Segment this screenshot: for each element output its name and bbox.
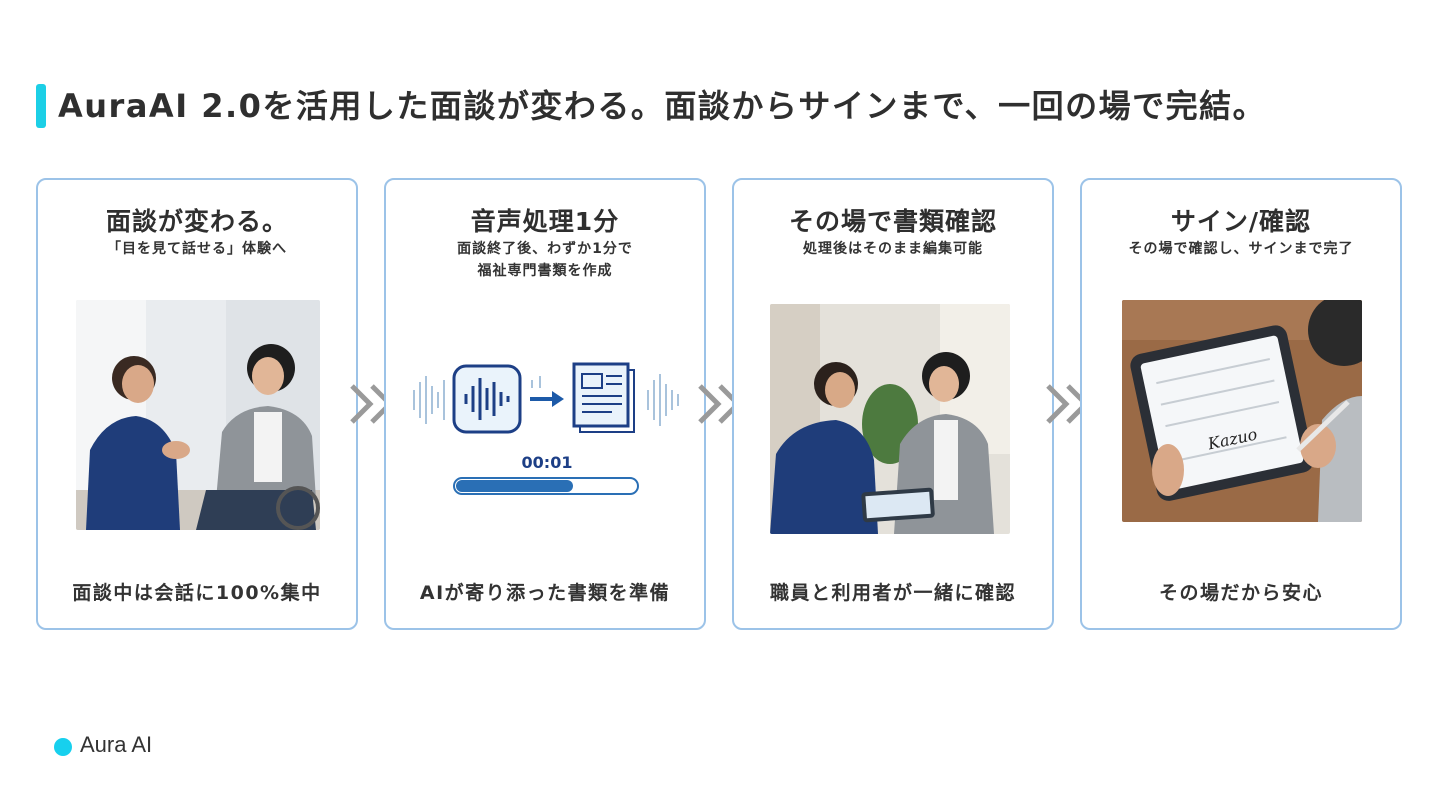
card-subtitle: 「目を見て話せる」体験へ — [107, 241, 287, 257]
card-interview: 面談が変わる。 「目を見て話せる」体験へ 面談中は会話に100%集中 — [36, 178, 358, 630]
brand-name: Aura AI — [80, 732, 153, 757]
audio-to-document-illustration: 00:01 — [402, 330, 692, 520]
card-subtitle: 処理後はそのまま編集可能 — [803, 241, 983, 257]
card-title: 面談が変わる。 — [105, 207, 288, 236]
title-accent-bar — [36, 84, 46, 128]
card-footer: その場だから安心 — [1158, 582, 1323, 604]
card-footer: 面談中は会話に100%集中 — [72, 582, 322, 604]
timer-text: 00:01 — [522, 453, 573, 472]
counselor-photo — [76, 300, 320, 530]
page-title: AuraAI 2.0を活用した面談が変わる。面談からサインまで、一回の場で完結。 — [58, 87, 1267, 125]
signature-photo: Kazuo — [1122, 300, 1362, 522]
card-document-review: その場で書類確認 処理後はそのまま編集可能 職員と利用者が一緒に確認 — [732, 178, 1054, 630]
review-photo — [770, 304, 1010, 534]
brand-dot — [54, 738, 72, 756]
progress-fill — [456, 480, 573, 492]
card-footer: AIが寄り添った書類を準備 — [419, 582, 671, 604]
card-subtitle: その場で確認し、サインまで完了 — [1128, 241, 1354, 257]
card-footer: 職員と利用者が一緒に確認 — [769, 582, 1016, 604]
card-title: その場で書類確認 — [788, 207, 997, 236]
card-signature: サイン/確認 その場で確認し、サインまで完了 Kazuo その場だから安心 — [1080, 178, 1402, 630]
card-subtitle: 面談終了後、わずか1分で 福祉専門書類を作成 — [457, 241, 633, 279]
card-title: 音声処理1分 — [470, 207, 620, 236]
card-audio-processing: 音声処理1分 面談終了後、わずか1分で 福祉専門書類を作成 — [384, 178, 706, 630]
card-title: サイン/確認 — [1170, 207, 1312, 236]
